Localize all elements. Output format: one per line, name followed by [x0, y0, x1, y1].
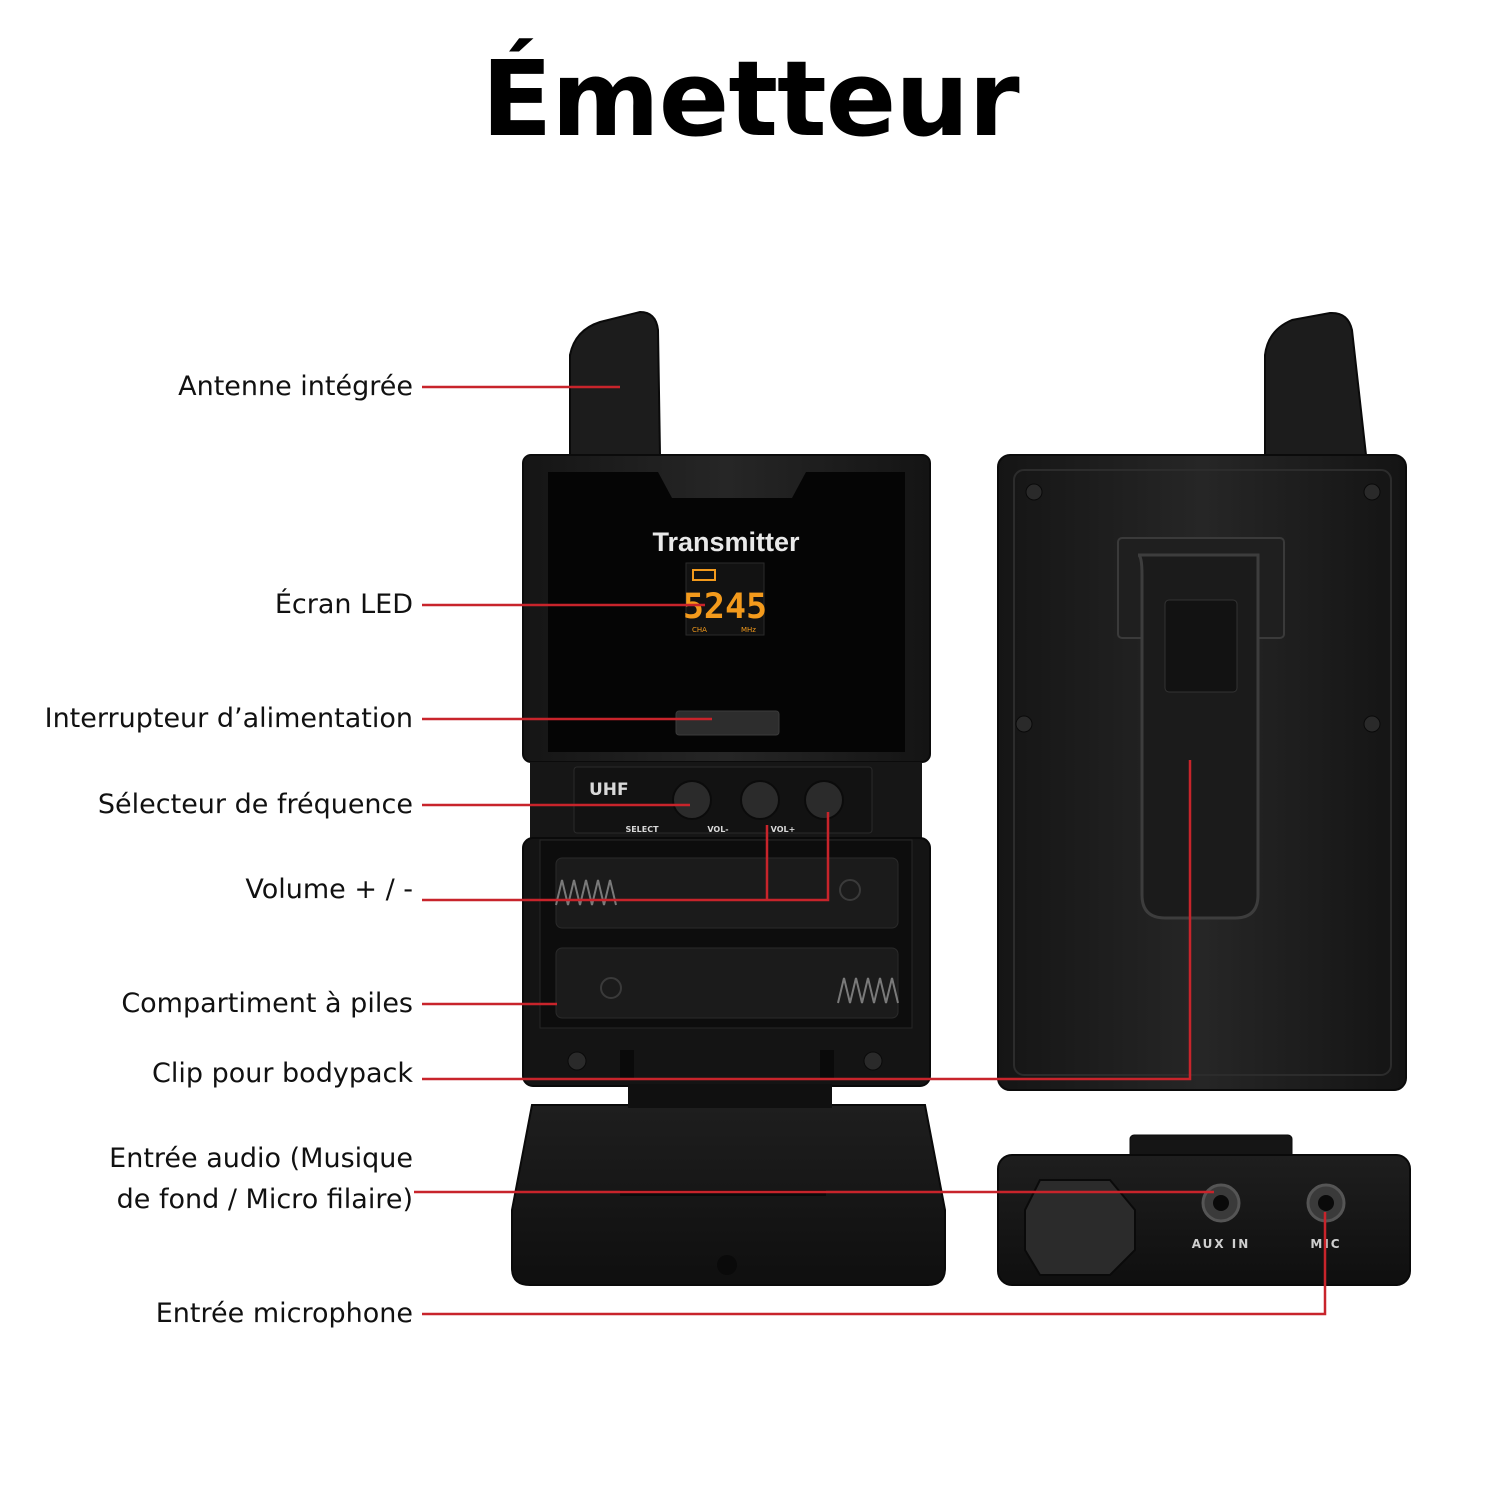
plus-mark-icon-lower: [600, 977, 622, 999]
bottom-unit: AUX IN MIC: [997, 1134, 1411, 1286]
volume-down-label: VOL-: [707, 825, 728, 834]
battery-indicator-icon: [692, 569, 716, 581]
leader-clip: [422, 760, 1192, 1081]
power-knob: [1024, 1179, 1136, 1276]
leader-volume: [422, 812, 830, 902]
label-volume: Volume + / -: [245, 874, 413, 905]
label-power-switch: Interrupteur d’alimentation: [44, 703, 413, 734]
screw-icon: [1015, 715, 1033, 733]
label-antenna: Antenne intégrée: [178, 371, 413, 402]
screw-icon: [567, 1051, 587, 1071]
battery-slot-upper: [555, 857, 899, 929]
power-switch: [675, 710, 780, 736]
label-screen: Écran LED: [274, 589, 413, 620]
leader-lines: [414, 385, 1327, 1316]
leader-mic: [422, 1212, 1327, 1316]
led-readout: 5245: [683, 587, 767, 627]
label-audio-input-line1: Entrée audio (Musique: [109, 1143, 413, 1174]
back-antenna: [1264, 311, 1368, 456]
volume-down-button: [740, 780, 780, 820]
screw-icon: [1363, 483, 1381, 501]
screw-icon: [863, 1051, 883, 1071]
label-audio-input-line2: de fond / Micro filaire): [116, 1184, 413, 1215]
back-unit: [997, 311, 1407, 1091]
led-unit-tag: MHz: [741, 626, 756, 634]
select-button: [672, 780, 712, 820]
led-display: [685, 562, 765, 636]
device-name-text: Transmitter: [652, 527, 800, 557]
page-title: Émetteur: [481, 38, 1019, 160]
label-battery-compartment: Compartiment à piles: [121, 988, 413, 1019]
battery-slot-lower: [555, 947, 899, 1019]
label-microphone-input: Entrée microphone: [155, 1298, 413, 1329]
volume-up-label: VOL+: [771, 825, 796, 834]
front-unit: Transmitter 5245 CHA MHz UHF SELECT VOL-…: [511, 310, 946, 1286]
screw-icon: [1363, 715, 1381, 733]
label-bodypack-clip: Clip pour bodypack: [152, 1058, 413, 1089]
label-frequency-selector: Sélecteur de fréquence: [97, 789, 413, 820]
aux-in-label: AUX IN: [1192, 1237, 1251, 1251]
led-channel-tag: CHA: [692, 626, 707, 634]
front-antenna: [569, 310, 662, 456]
plus-mark-icon: [839, 879, 861, 901]
band-text: UHF: [589, 780, 629, 800]
screw-icon: [1025, 483, 1043, 501]
volume-up-button: [804, 780, 844, 820]
spring-upper: [555, 879, 617, 906]
spring-lower: [837, 977, 899, 1004]
select-button-label: SELECT: [625, 825, 659, 834]
